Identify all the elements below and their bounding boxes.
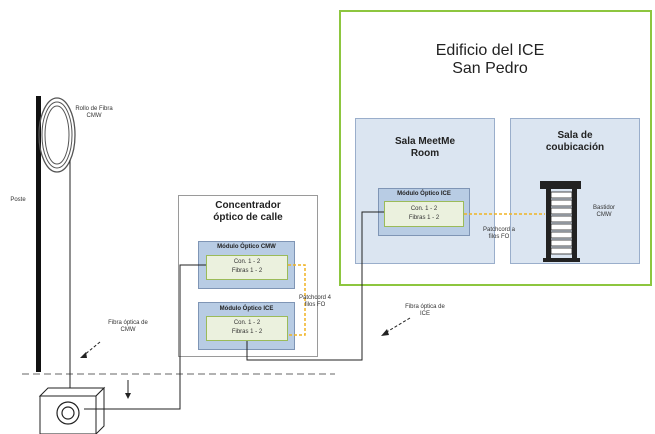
room-coubicacion-title-line2: coubicación <box>545 141 605 153</box>
label-bastidor-line2: CMW <box>596 211 612 218</box>
street-concentrator-title-line1: Concentrador <box>215 200 281 211</box>
label-patchcord-building-line2: filos FO <box>488 233 510 240</box>
pole <box>36 96 41 372</box>
module-cmw-con: Con. 1 - 2 <box>233 259 261 265</box>
label-rollo-line1: Rollo de Fibra <box>75 106 113 112</box>
rack-bastidor <box>540 181 581 262</box>
building-title: Edificio del ICE San Pedro <box>390 42 590 79</box>
module-ice-building-con: Con. 1 - 2 <box>410 206 438 212</box>
room-coubicacion-title-line1: Sala de <box>557 130 593 141</box>
label-patchcord-street: Patchcord 4 filos FO <box>294 295 336 309</box>
module-ice-building-fibras: Fibras 1 - 2 <box>408 215 440 221</box>
fiber-coil <box>38 97 76 173</box>
room-meetme-title: Sala MeetMe Room <box>360 136 490 159</box>
label-fibra-ice-line2: ICE <box>419 310 430 317</box>
label-patchcord-street-line2: filos FO <box>304 301 326 308</box>
building-ice-san-pedro <box>339 10 652 286</box>
room-meetme-title-line2: Room <box>410 147 440 159</box>
label-rollo-line2: CMW <box>86 112 102 119</box>
module-ice-street-ports <box>206 316 288 341</box>
label-fibra-cmw-line1: Fibra óptica de <box>108 320 148 326</box>
street-concentrator <box>178 195 318 357</box>
module-ice-street-fibras: Fibras 1 - 2 <box>231 329 263 335</box>
handhole-box <box>38 386 106 434</box>
label-bastidor: Bastidor CMW <box>584 205 624 219</box>
module-cmw-ports <box>206 255 288 280</box>
room-meetme-title-line1: Sala MeetMe <box>394 136 456 147</box>
label-patchcord-building-line1: Patchcord a <box>482 227 516 233</box>
module-ice-building-ports <box>384 201 464 227</box>
label-patchcord-building: Patchcord a filos FO <box>476 227 522 241</box>
module-ice-street-con: Con. 1 - 2 <box>233 320 261 326</box>
module-ice-building-title: Módulo Óptico ICE <box>397 191 451 197</box>
label-bastidor-line1: Bastidor <box>592 205 615 211</box>
label-rollo: Rollo de Fibra CMW <box>66 106 122 120</box>
street-concentrator-title: Concentrador óptico de calle <box>180 200 316 223</box>
label-fibra-cmw: Fibra óptica de CMW <box>98 320 158 334</box>
module-cmw-fibras: Fibras 1 - 2 <box>231 268 263 274</box>
module-cmw-title: Módulo Óptico CMW <box>217 244 276 250</box>
label-poste: Poste <box>10 197 26 203</box>
room-coubicacion-title: Sala de coubicación <box>515 130 635 153</box>
label-patchcord-street-line1: Patchcord 4 <box>298 295 332 301</box>
module-ice-street-title: Módulo Óptico ICE <box>219 306 274 312</box>
label-fibra-cmw-line2: CMW <box>120 326 136 333</box>
label-fibra-ice: Fibra óptica de ICE <box>395 304 455 318</box>
street-concentrator-title-line2: óptico de calle <box>213 211 283 223</box>
building-title-line1: Edificio del ICE <box>435 42 545 59</box>
building-title-line2: San Pedro <box>452 60 528 78</box>
label-fibra-ice-line1: Fibra óptica de <box>405 304 445 310</box>
